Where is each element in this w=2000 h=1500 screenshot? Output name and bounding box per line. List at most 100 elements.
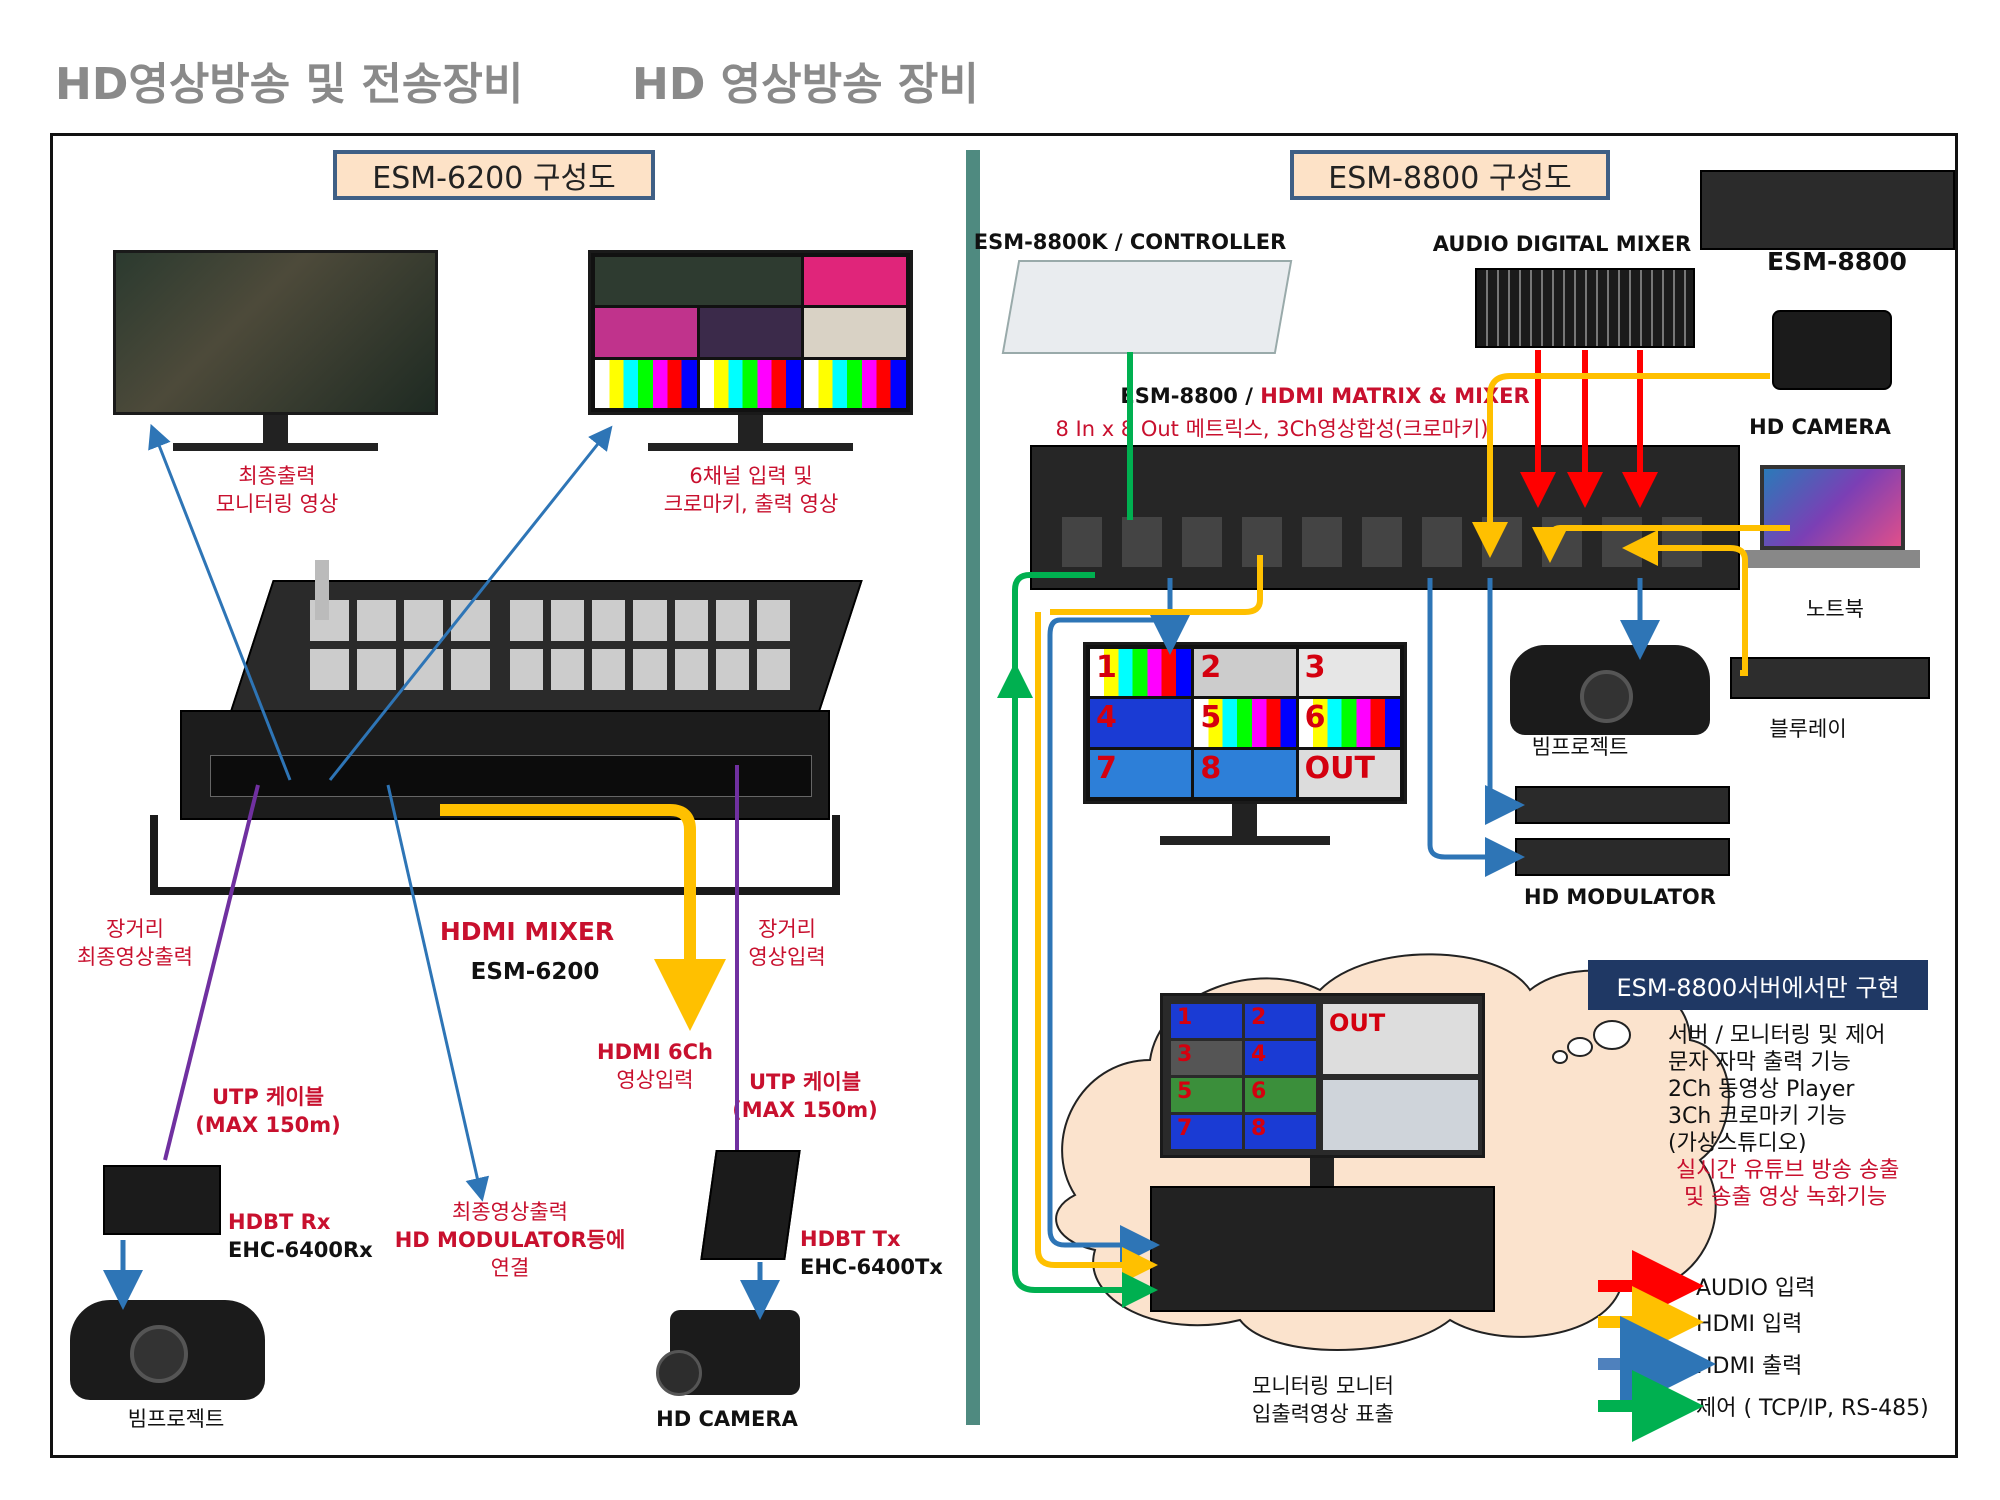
esm6200-title: ESM-6200 구성도 [333, 150, 655, 200]
final-output-caption: 최종출력 모니터링 영상 [216, 462, 400, 518]
legend-item: AUDIO 입력 [1598, 1270, 1938, 1306]
header-left-title: HD영상방송 및 전송장비 [55, 59, 524, 110]
notebook-icon [1745, 465, 1920, 575]
esm8800-unit-label: ESM-8800 [1767, 248, 1977, 276]
sv-label: 7 [1177, 1116, 1193, 1141]
right-hd-camera-label: HD CAMERA [1749, 413, 1962, 441]
mv-label: 4 [1096, 700, 1117, 736]
legend-label: AUDIO 입력 [1696, 1276, 1816, 1301]
mv-label: 1 [1096, 650, 1117, 685]
left-camera-label: HD CAMERA [656, 1405, 869, 1433]
multiview-output-monitor: 1 2 3 4 5 6 7 8 OUT [1083, 642, 1407, 804]
server-feature: 서버 / 모니터링 및 제어 [1668, 1023, 1886, 1048]
projector-icon [70, 1300, 265, 1400]
server-feature-red: 실시간 유튜브 방송 송출 [1676, 1158, 1900, 1183]
sv-label: 6 [1251, 1079, 1267, 1104]
line-camera-hdmi [1472, 373, 1770, 558]
hdbt-rx-label: HDBT Rx EHC-6400Rx [228, 1208, 373, 1264]
matrix-prefix: ESM-8800 / [1120, 384, 1261, 408]
notebook-label: 노트북 [1806, 595, 1893, 623]
bluray-device [1730, 657, 1930, 699]
esm8800-unit-device [1700, 170, 1955, 250]
hdmi-mixer-text: HDMI MIXER [439, 917, 615, 946]
server-monitor: 1 2 3 4 5 6 7 8 OUT [1160, 993, 1485, 1158]
line-modulator-out-1 [1485, 578, 1525, 825]
right-projector-icon [1510, 645, 1710, 735]
hdbt-rx-name: HDBT Rx [228, 1210, 331, 1234]
mv-label: 7 [1096, 750, 1117, 786]
mv-base [1160, 836, 1330, 845]
mv-label: 6 [1304, 700, 1326, 736]
monitoring-caption: 모니터링 모니터 입출력영상 표출 [1252, 1372, 1465, 1428]
camera-icon [656, 1310, 800, 1396]
line-bluray-hdmi [1622, 530, 1748, 676]
line-server-control [1012, 572, 1158, 1308]
long-output-label: 장거리 최종영상출력 [77, 915, 251, 971]
hdbt-rx-device [103, 1165, 221, 1235]
final-output-modulator-label: 최종영상출력 HD MODULATOR등에 연결 [395, 1198, 741, 1282]
mv-label: 2 [1200, 650, 1222, 685]
hdbt-tx-name: HDBT Tx [800, 1227, 901, 1251]
sv-label: 4 [1251, 1042, 1267, 1067]
hdmi-6ch-label: HDMI 6Ch 영상입력 [597, 1038, 771, 1094]
label-line: 최종영상출력 [452, 1200, 568, 1224]
mv-label: 3 [1304, 650, 1326, 685]
esm6200-model-label: ESM-6200 [471, 958, 664, 986]
server-feature: 3Ch 크로마키 기능 [1668, 1104, 1847, 1129]
matrix-suffix: HDMI MATRIX & MIXER [1260, 384, 1530, 408]
caption-line: 모니터링 영상 [215, 492, 339, 516]
server-device [1150, 1186, 1495, 1312]
esm6200-mixer-device [100, 560, 900, 900]
audio-mixer-label: AUDIO DIGITAL MIXER [1433, 230, 1820, 258]
hd-modulator-label: HD MODULATOR [1524, 883, 1812, 911]
label-line: 영상입력 [616, 1068, 694, 1092]
line-server-out [1047, 617, 1160, 1265]
caption-line: 입출력영상 표출 [1252, 1402, 1394, 1426]
multiview-caption: 6채널 입력 및 크로마키, 출력 영상 [664, 462, 926, 518]
label-line: UTP 케이블 [748, 1070, 862, 1094]
long-input-label: 장거리 영상입력 [748, 915, 864, 971]
server-monitor-stand [1310, 1158, 1334, 1186]
left-camera-text: HD CAMERA [656, 1407, 798, 1431]
audio-mixer-device [1475, 268, 1695, 348]
multiview-monitor [588, 250, 913, 460]
audio-mixer-text: AUDIO DIGITAL MIXER [1432, 232, 1692, 256]
esm8800-title: ESM-8800 구성도 [1290, 150, 1610, 200]
label-line: 장거리 [106, 917, 164, 941]
line-modulator-out [386, 784, 490, 1202]
label-line: 최종영상출력 [77, 945, 193, 969]
bluray-label: 블루레이 [1769, 715, 1885, 743]
mv-label: OUT [1304, 750, 1375, 786]
caption-line: 크로마키, 출력 영상 [663, 492, 839, 516]
legend-label: 제어 ( TCP/IP, RS-485) [1696, 1396, 1929, 1421]
hdbt-tx-label: HDBT Tx EHC-6400Tx [800, 1225, 943, 1281]
right-hd-camera-text: HD CAMERA [1749, 415, 1891, 439]
esm8800-unit-text: ESM-8800 [1767, 247, 1907, 276]
right-projector-text: 빔프로젝트 [1531, 735, 1629, 759]
line-monitor-out [148, 423, 292, 781]
thought-bubble-3 [1552, 1050, 1568, 1064]
sv-label: 1 [1177, 1005, 1193, 1030]
line-modulator-out-2 [1427, 578, 1525, 877]
server-feature: 문자 자막 출력 기능 [1668, 1050, 1851, 1075]
left-projector-label: 빔프로젝트 [128, 1405, 273, 1433]
controller-text: ESM-8800K / CONTROLLER [973, 230, 1287, 254]
label-line: HDMI 6Ch [596, 1040, 714, 1064]
label-line: 영상입력 [748, 945, 826, 969]
server-feature-red: 및 송출 영상 녹화기능 [1684, 1185, 1888, 1210]
line-server-hdmi-return [1035, 612, 1158, 1283]
left-projector-text: 빔프로젝트 [127, 1407, 225, 1431]
hd-modulator-device-1 [1515, 786, 1730, 824]
bluray-text: 블루레이 [1769, 717, 1847, 741]
esm6200-model-text: ESM-6200 [470, 959, 600, 985]
caption-line: 6채널 입력 및 [689, 464, 813, 488]
matrix-label: ESM-8800 / HDMI MATRIX & MIXER [1120, 382, 1734, 410]
label-line: HD MODULATOR등에 [394, 1228, 626, 1252]
panel-divider [966, 150, 980, 1425]
hd-modulator-text: HD MODULATOR [1524, 885, 1716, 909]
thought-bubble-1 [1593, 1020, 1631, 1050]
controller-label: ESM-8800K / CONTROLLER [974, 228, 1443, 256]
caption-line: 모니터링 모니터 [1252, 1374, 1394, 1398]
hdbt-tx-model: EHC-6400Tx [800, 1255, 943, 1279]
